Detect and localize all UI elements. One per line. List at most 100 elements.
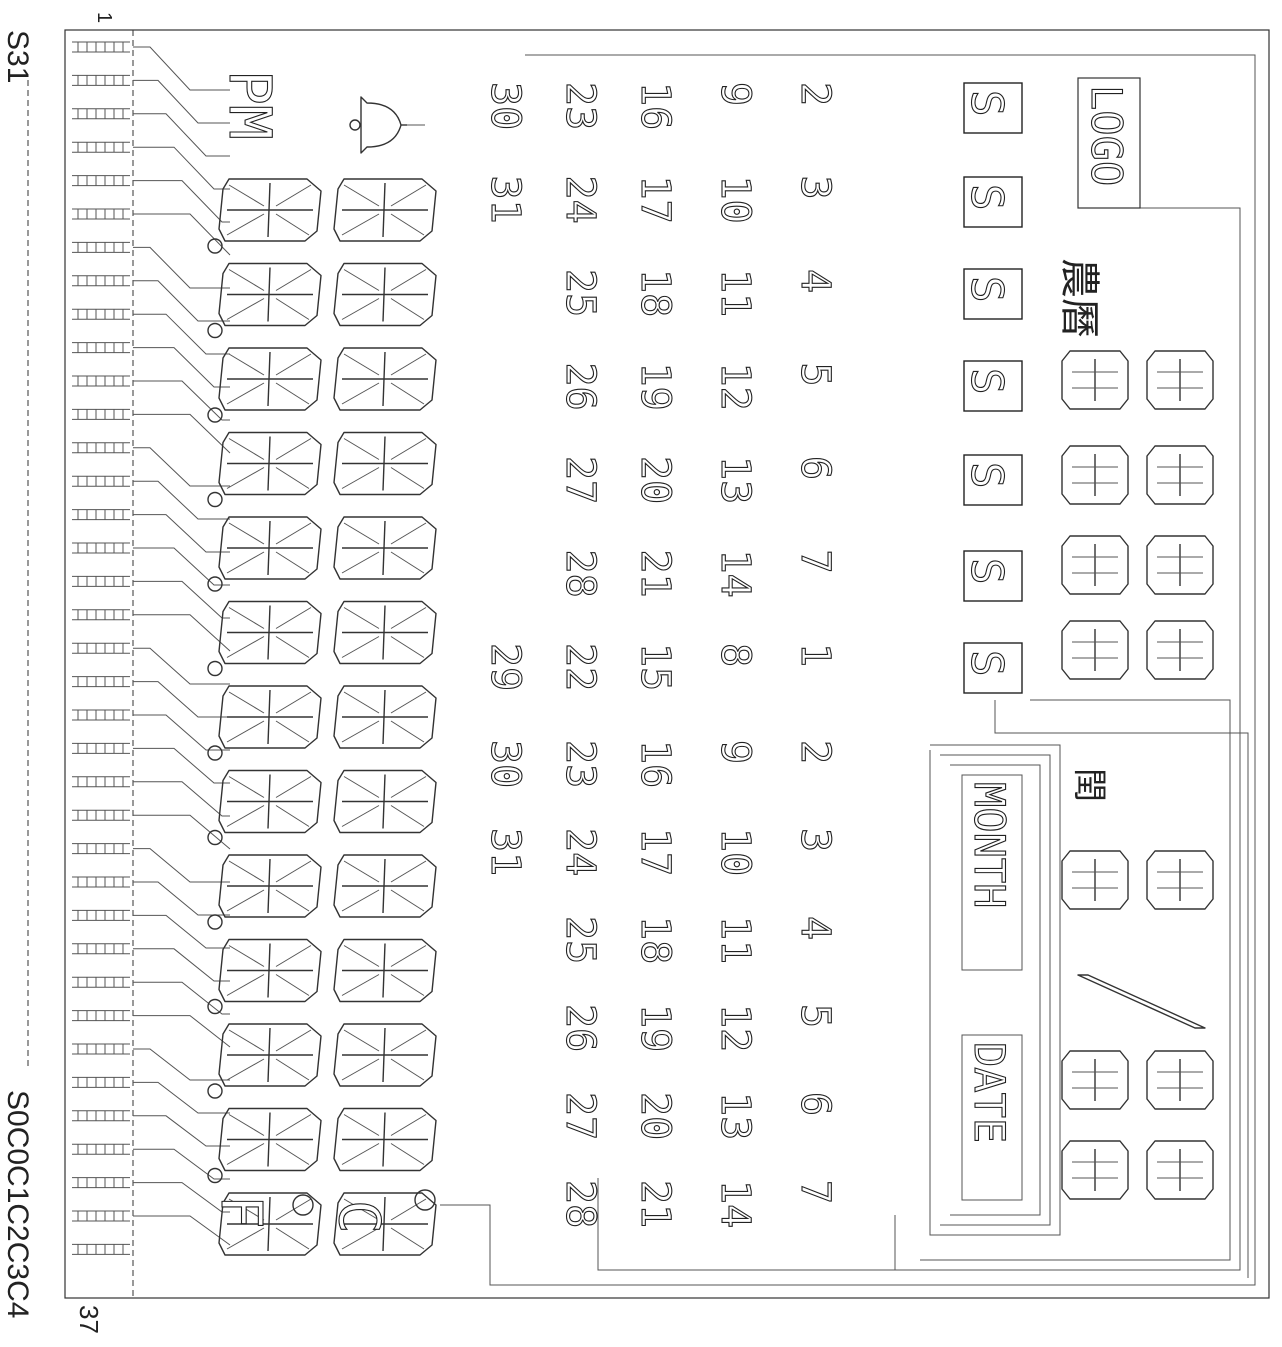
segment-digit <box>333 347 437 411</box>
day-number: 12 <box>712 1004 758 1052</box>
pin-finger <box>72 1043 130 1055</box>
segment-digit <box>218 685 322 749</box>
day-number: 21 <box>632 550 678 598</box>
segment-digit <box>218 262 322 327</box>
day-number: 11 <box>712 269 758 317</box>
pin-trace <box>133 547 230 586</box>
pin-trace <box>133 480 230 520</box>
pin-finger <box>72 642 130 654</box>
pin-trace <box>133 180 230 223</box>
segment-digit <box>218 769 322 834</box>
pin-finger <box>72 1210 130 1222</box>
pm-indicator: PM <box>216 70 284 140</box>
seven-segment-digit <box>1146 350 1214 410</box>
s-box: S <box>960 176 1023 228</box>
segment-digit <box>333 178 437 242</box>
colon-dot <box>207 407 223 423</box>
segment-digit <box>218 431 322 496</box>
day-number: 27 <box>557 456 603 504</box>
pin-trace <box>133 781 230 817</box>
day-number: 18 <box>632 916 678 964</box>
pin-finger <box>72 509 130 521</box>
seven-segment-digit <box>1061 445 1129 505</box>
pin-trace <box>133 614 231 652</box>
pin-finger <box>72 342 130 354</box>
day-number: 28 <box>557 550 603 598</box>
pin-finger <box>72 809 130 821</box>
month-box <box>961 774 1023 971</box>
day-number: 25 <box>557 916 603 964</box>
s-box-label: S <box>961 90 1012 117</box>
day-number: 31 <box>482 828 528 876</box>
pin-trace <box>133 914 230 949</box>
day-number: 6 <box>792 1092 838 1116</box>
pin-trace <box>133 1048 230 1081</box>
pin-finger <box>72 175 130 187</box>
pin-trace <box>133 213 231 256</box>
pin-finger <box>72 1243 130 1255</box>
day-number: 12 <box>712 363 758 411</box>
pin-finger <box>72 909 130 921</box>
day-number: 8 <box>712 643 758 667</box>
day-number: 17 <box>632 828 678 876</box>
logo-text: LOGO <box>1082 85 1131 186</box>
pin-trace <box>133 46 230 91</box>
day-number: 5 <box>792 1004 838 1028</box>
seven-segment-digit <box>1061 850 1129 910</box>
colon-dot <box>207 238 223 254</box>
pin-s31-label: S31 <box>1 30 34 83</box>
pin-finger <box>72 709 130 721</box>
colon-dot <box>207 914 223 930</box>
day-number: 5 <box>792 363 838 387</box>
s-box: S <box>960 642 1023 694</box>
s-box: S <box>960 268 1023 320</box>
panel-outline <box>64 29 1270 1299</box>
pin-finger <box>72 208 130 220</box>
runyue-label: 閏 <box>1070 768 1108 802</box>
pin-finger <box>72 676 130 688</box>
segment-digit <box>218 600 322 665</box>
segment-digit <box>333 431 437 496</box>
day-number: 4 <box>792 916 838 940</box>
day-number: 21 <box>632 1180 678 1228</box>
date-label: DATE <box>965 1042 1014 1143</box>
pin-trace <box>133 1215 231 1246</box>
segment-digit <box>218 516 322 580</box>
day-number: 7 <box>792 1180 838 1204</box>
pin-trace <box>133 747 230 784</box>
pin-fingers <box>72 41 130 1255</box>
segment-digit <box>333 769 437 834</box>
day-number: 18 <box>632 269 678 317</box>
seven-segment-digit <box>1146 1140 1214 1200</box>
day-number: 24 <box>557 176 603 224</box>
s-box: S <box>960 360 1023 412</box>
segment-digit <box>218 178 322 242</box>
date-box <box>961 1034 1023 1201</box>
fahrenheit-label: F <box>208 1195 273 1229</box>
day-number: 24 <box>557 828 603 876</box>
day-number: 19 <box>632 363 678 411</box>
seven-segment-digit <box>1061 350 1129 410</box>
day-number: 13 <box>712 1092 758 1140</box>
day-number: 9 <box>712 740 758 764</box>
pin-finger <box>72 575 130 587</box>
day-number: 17 <box>632 176 678 224</box>
nongli-label: 農曆 <box>1057 258 1101 338</box>
side-digit-column <box>1061 350 1214 1200</box>
fahrenheit-degree <box>292 1194 314 1216</box>
day-number: 22 <box>557 643 603 691</box>
pin-finger <box>72 1110 130 1122</box>
colon-dot <box>207 660 223 677</box>
celsius-label: C <box>326 1200 391 1234</box>
pin-trace <box>133 313 230 355</box>
segment-digit <box>333 262 437 327</box>
s-box-label: S <box>961 650 1012 677</box>
pin-trace <box>133 1081 230 1114</box>
pin-trace <box>133 246 230 289</box>
pin-finger <box>72 876 130 888</box>
pin-finger <box>72 776 130 788</box>
day-number: 27 <box>557 1092 603 1140</box>
segment-digit <box>218 1023 322 1087</box>
pin-last-label: 37 <box>74 1305 104 1334</box>
